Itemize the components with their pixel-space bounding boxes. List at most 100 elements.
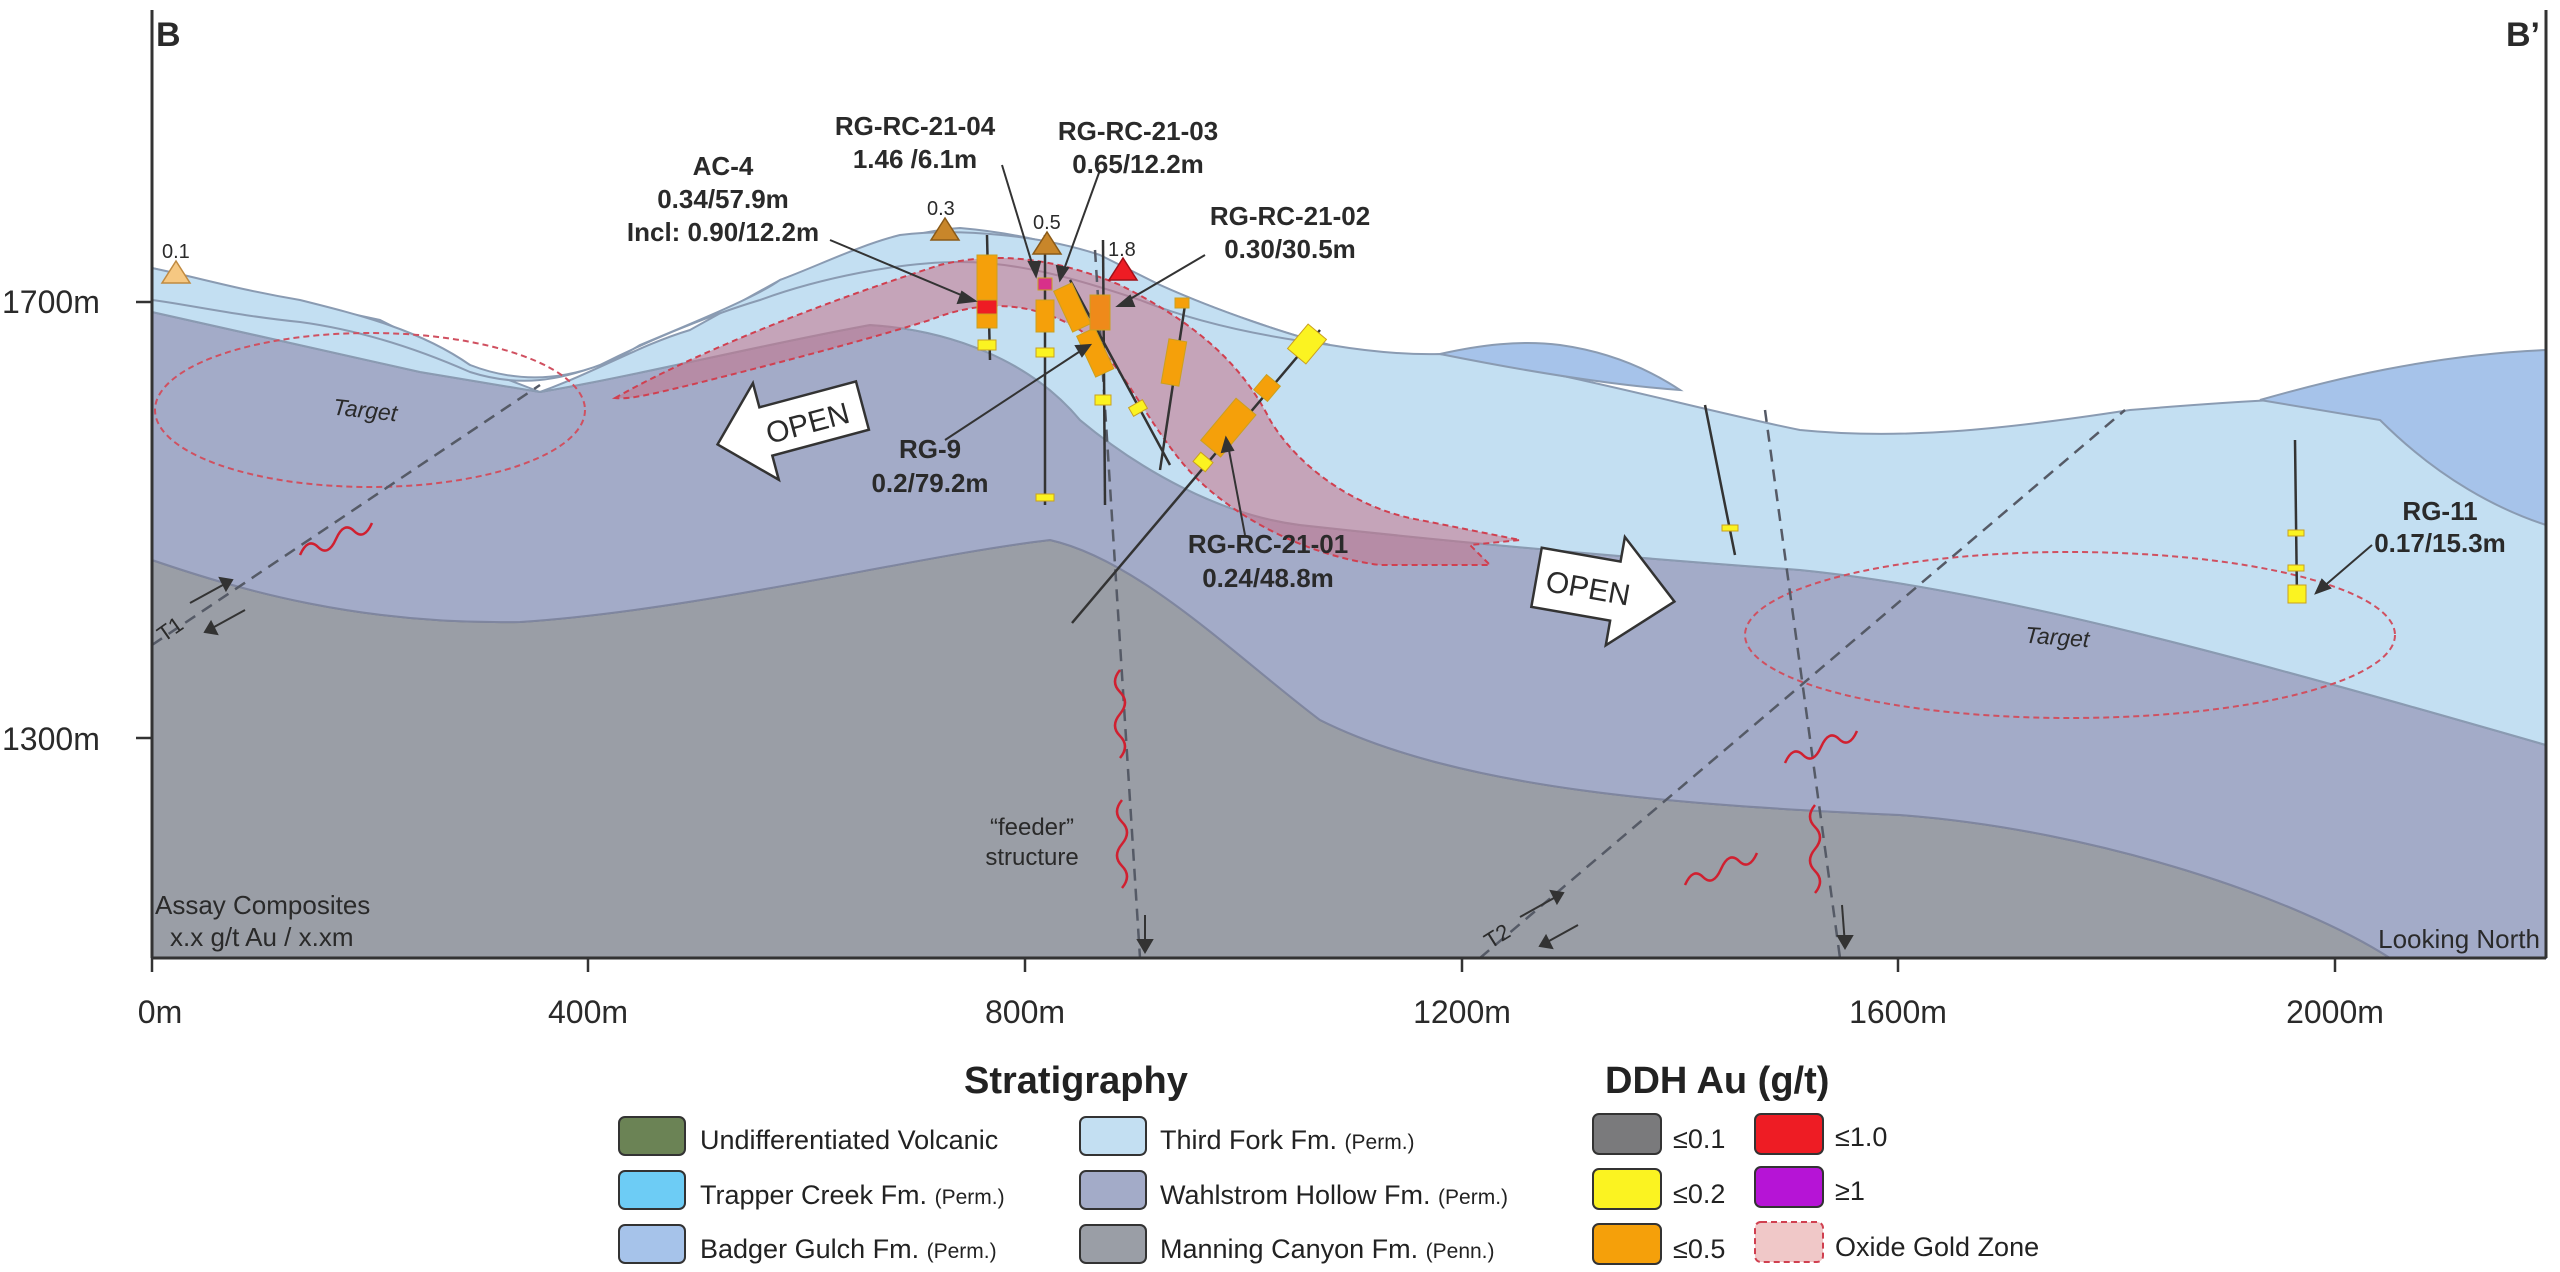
leader-lines [829, 164, 2373, 595]
drill-trace-rc03 [1068, 279, 1172, 466]
section-end-right: B’ [2506, 16, 2540, 54]
surface-sample-marker-4 [1107, 256, 1139, 281]
assay-composites [976, 254, 2307, 604]
drill-trace-rc01 [1071, 329, 1321, 624]
hole-result-rg9: 0.2/79.2m [871, 468, 988, 498]
legend-title-stratigraphy: Stratigraphy [964, 1060, 1188, 1102]
x-axis-ticks [150, 958, 2337, 972]
surface-sample-value-2: 0.3 [927, 198, 955, 220]
hole-result-rc01: 0.24/48.8m [1202, 563, 1334, 593]
section-frame [150, 10, 2548, 960]
legend-label-au-5: Oxide Gold Zone [1835, 1232, 2039, 1262]
y-axis-ticks [136, 300, 152, 740]
faults [151, 249, 2126, 959]
target-label-right: Target [2024, 622, 2092, 653]
hole-result-rg11: 0.17/15.3m [2374, 528, 2506, 558]
legend-label-strat-5-age: (Penn.) [1426, 1240, 1495, 1263]
hole-name-rg9: RG-9 [899, 434, 961, 464]
assay-note-line2: x.x g/t Au / x.xm [170, 922, 354, 952]
target-ellipse-right [1744, 551, 2396, 719]
legend-swatch-au-4 [1754, 1166, 1824, 1208]
legend-label-strat-4-name: Wahlstrom Hollow Fm. [1160, 1180, 1431, 1210]
x-axis-labels: 0m 400m 800m 1200m 1600m 2000m [138, 994, 2384, 1030]
x-tick-label-3: 1200m [1413, 994, 1511, 1030]
drill-trace-rc02 [1158, 304, 1187, 471]
surface-sample-value-4: 1.8 [1108, 239, 1136, 261]
surface-sample-marker-2 [929, 216, 961, 241]
legend-label-strat-2: Badger Gulch Fm. (Perm.) [700, 1234, 997, 1264]
legend-label-au-2: ≤0.5 [1673, 1234, 1725, 1264]
hole-result-rc03: 0.65/12.2m [1072, 149, 1204, 179]
x-tick-label-1: 400m [548, 994, 628, 1030]
surface-sample-marker-3 [1031, 230, 1063, 255]
open-arrow-left: OPEN [715, 379, 871, 483]
legend-label-au-3: ≤1.0 [1835, 1122, 1887, 1152]
legend-label-strat-5-name: Manning Canyon Fm. [1160, 1234, 1418, 1264]
legend: Stratigraphy DDH Au (g/t) Undifferentiat… [618, 1060, 2039, 1265]
feeder-label-line1: “feeder” [990, 814, 1074, 841]
hole-result-rc04: 1.46 /6.1m [853, 144, 977, 174]
legend-label-au-0: ≤0.1 [1673, 1124, 1725, 1154]
target-ellipse-left [154, 332, 586, 488]
fault-t2 [1479, 409, 2126, 959]
stratigraphy-layers [151, 226, 2547, 959]
legend-label-strat-1-age: (Perm.) [935, 1186, 1005, 1209]
assay-note-line1: Assay Composites [155, 890, 370, 920]
hole-result-rc02: 0.30/30.5m [1224, 234, 1356, 264]
hole-result-ac4: 0.34/57.9m [657, 184, 789, 214]
legend-swatch-au-1 [1592, 1168, 1662, 1210]
open-arrow-right: OPEN [1529, 533, 1677, 648]
legend-label-strat-5: Manning Canyon Fm. (Penn.) [1160, 1234, 1495, 1264]
legend-swatch-au-0 [1592, 1113, 1662, 1155]
surface-sample-value-3: 0.5 [1033, 212, 1061, 234]
legend-label-strat-3-name: Third Fork Fm. [1160, 1125, 1337, 1155]
legend-swatch-strat-3 [1079, 1116, 1147, 1156]
fault-right-steep [1763, 409, 1842, 959]
legend-label-strat-1: Trapper Creek Fm. (Perm.) [700, 1180, 1005, 1210]
hole-name-rc03: RG-RC-21-03 [1058, 116, 1218, 146]
elevation-label-1300: 1300m [2, 721, 100, 757]
hole-name-rg11: RG-11 [2402, 496, 2477, 526]
legend-label-au-1: ≤0.2 [1673, 1179, 1725, 1209]
legend-swatch-strat-5 [1079, 1224, 1147, 1264]
x-tick-label-2: 800m [985, 994, 1065, 1030]
legend-title-au: DDH Au (g/t) [1605, 1060, 1829, 1102]
looking-direction: Looking North [2378, 924, 2540, 954]
legend-label-strat-4-age: (Perm.) [1438, 1186, 1508, 1209]
fault-t1 [151, 383, 541, 647]
legend-label-au-4: ≥1 [1835, 1176, 1865, 1206]
legend-label-strat-3-age: (Perm.) [1345, 1131, 1415, 1154]
legend-label-strat-3: Third Fork Fm. (Perm.) [1160, 1125, 1415, 1155]
x-tick-label-5: 2000m [2286, 994, 2384, 1030]
legend-label-strat-2-name: Badger Gulch Fm. [700, 1234, 919, 1264]
section-end-left: B [156, 16, 181, 54]
legend-label-strat-4: Wahlstrom Hollow Fm. (Perm.) [1160, 1180, 1508, 1210]
legend-swatch-au-5 [1754, 1221, 1824, 1263]
legend-swatch-strat-1 [618, 1170, 686, 1210]
hole-name-rc02: RG-RC-21-02 [1210, 201, 1370, 231]
x-tick-label-4: 1600m [1849, 994, 1947, 1030]
layer-badger-gulch-mid [1439, 342, 1684, 392]
fault-feeder [1093, 249, 1142, 959]
fault-arrows [189, 576, 1854, 954]
legend-label-strat-2-age: (Perm.) [927, 1240, 997, 1263]
fluid-squiggles [298, 522, 1859, 894]
legend-swatch-au-3 [1754, 1113, 1824, 1155]
hole-name-rc01: RG-RC-21-01 [1188, 529, 1348, 559]
drill-trace-rg11 [2293, 439, 2299, 601]
legend-swatch-strat-2 [618, 1224, 686, 1264]
legend-swatch-strat-0 [618, 1116, 686, 1156]
hole-incl-ac4: Incl: 0.90/12.2m [627, 217, 819, 247]
legend-label-strat-0: Undifferentiated Volcanic [700, 1125, 998, 1155]
legend-label-strat-1-name: Trapper Creek Fm. [700, 1180, 927, 1210]
surface-samples [160, 216, 1139, 284]
hole-name-ac4: AC-4 [693, 151, 754, 181]
x-tick-label-0: 0m [138, 994, 182, 1030]
legend-swatch-au-2 [1592, 1223, 1662, 1265]
surface-sample-value-1: 0.1 [162, 241, 190, 263]
legend-swatch-strat-4 [1079, 1170, 1147, 1210]
surface-sample-marker-1 [160, 259, 192, 284]
hole-labels: AC-4 0.34/57.9m Incl: 0.90/12.2m RG-RC-2… [627, 111, 2506, 593]
feeder-label-line2: structure [985, 844, 1078, 871]
